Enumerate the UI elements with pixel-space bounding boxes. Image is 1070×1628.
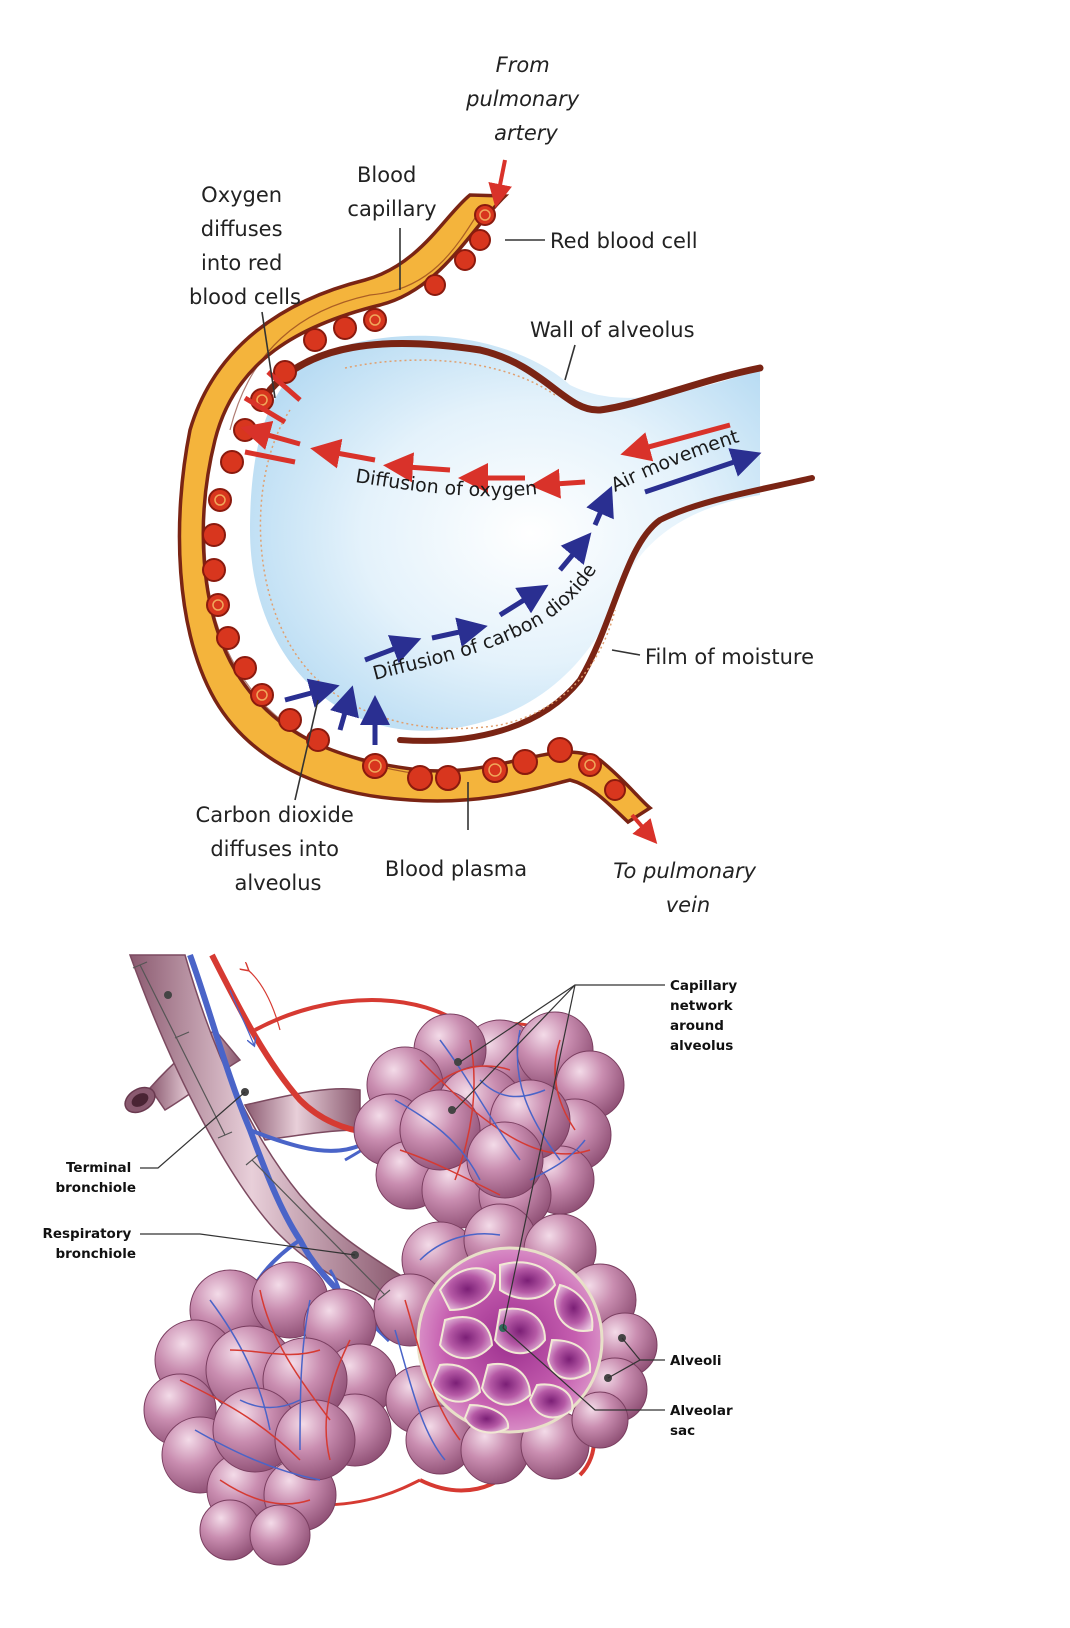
label-co2-diffuses: Carbon dioxide diffuses into alveolus (196, 803, 361, 895)
label-film-of-moisture: Film of moisture (645, 645, 814, 669)
label-wall-of-alveolus: Wall of alveolus (530, 318, 695, 342)
moisture-film (259, 409, 616, 730)
alveolus-cross-section: Diffusion of oxygen Air movement Diffusi… (177, 53, 815, 917)
blood-capillary (177, 193, 654, 825)
vein-outflow-arrow (630, 813, 658, 845)
label-blood-capillary: Blood capillary (347, 163, 436, 221)
alveolar-sac-cells (430, 1261, 594, 1434)
upper-cluster-capillaries (394, 1029, 591, 1196)
label-to-pulmonary-vein: To pulmonary vein (613, 859, 762, 917)
lower-left-alveolar-cluster (143, 1261, 397, 1566)
alveoli-cluster-illustration: Capillary network around alveolus Termin… (42, 953, 742, 1566)
bronchiole-upper-branch (243, 1087, 361, 1141)
label-respiratory-bronchiole: Respiratory bronchiole (42, 1226, 136, 1262)
label-alveolar-sac: Alveolar sac (670, 1403, 737, 1439)
label-blood-plasma: Blood plasma (385, 857, 527, 881)
label-red-blood-cell: Red blood cell (550, 229, 698, 253)
oxygen-diffusion-arrows (240, 370, 731, 499)
label-terminal-bronchiole: Terminal bronchiole (55, 1160, 136, 1196)
alveolus-air-space (250, 335, 760, 731)
alveolus-wall-lower (397, 475, 815, 744)
artery-inflow-arrow (488, 159, 512, 208)
label-oxygen-diffuses: Oxygen diffuses into red blood cells (189, 183, 301, 309)
label-capillary-network: Capillary network around alveolus (670, 978, 742, 1054)
bronchiole-scale-marks (132, 961, 391, 1301)
alveolus-wall (266, 340, 764, 414)
lower-left-cluster-capillaries (179, 1289, 351, 1505)
label-alveoli: Alveoli (670, 1353, 722, 1369)
co2-diffusion-arrows (284, 448, 762, 745)
red-blood-cells (202, 204, 626, 801)
label-from-pulmonary-artery: From pulmonary artery (465, 53, 586, 145)
bottom-leader-lines (140, 984, 665, 1411)
